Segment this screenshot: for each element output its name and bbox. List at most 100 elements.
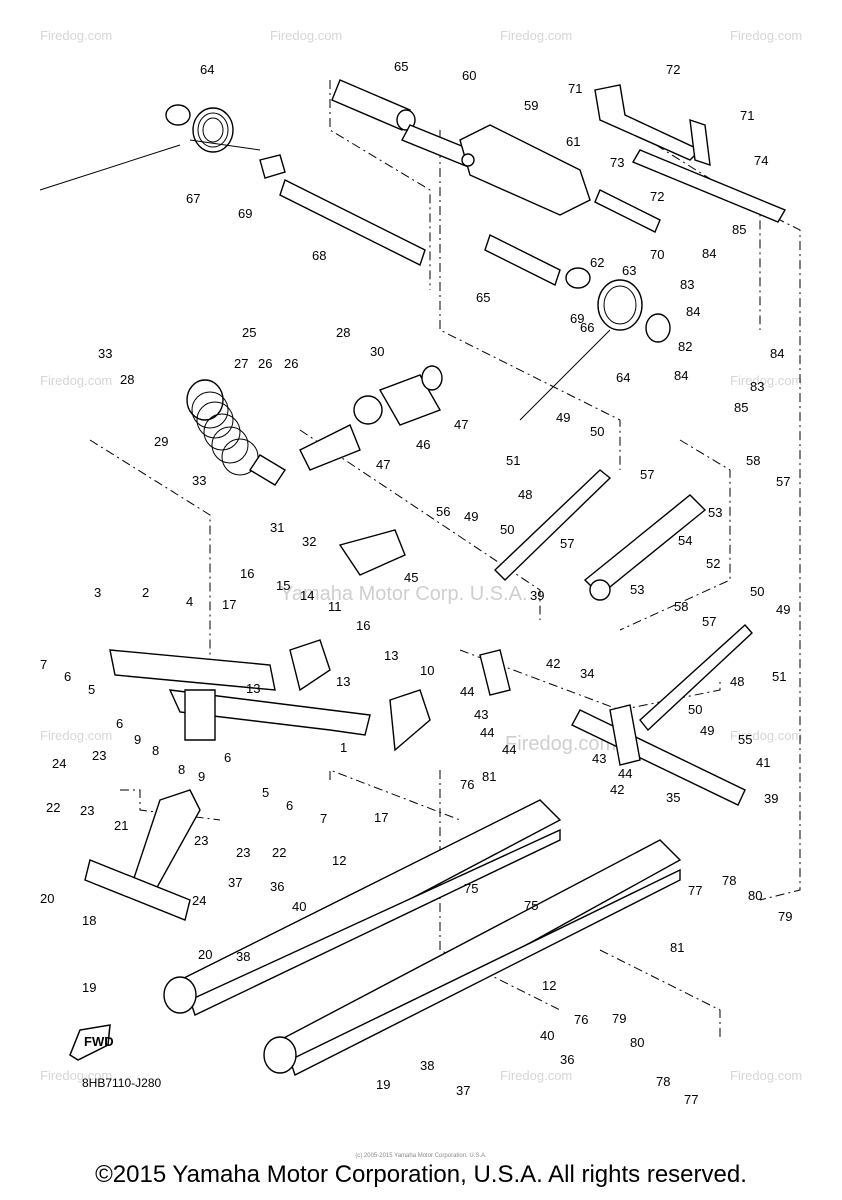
callout-42: 42 (546, 656, 560, 671)
callout-17: 17 (222, 597, 236, 612)
callout-3: 3 (94, 585, 101, 600)
callout-81: 81 (482, 769, 496, 784)
watermark-logo: Firedog.com (40, 1068, 112, 1083)
callout-22: 22 (272, 845, 286, 860)
shaft-68 (259, 154, 426, 266)
watermark-logo: Firedog.com (730, 1068, 802, 1083)
callout-26: 26 (258, 356, 272, 371)
callout-64: 64 (616, 370, 630, 385)
callout-70: 70 (650, 247, 664, 262)
callout-80: 80 (748, 888, 762, 903)
callout-38: 38 (236, 949, 250, 964)
callout-25: 25 (242, 325, 256, 340)
callout-76: 76 (574, 1012, 588, 1027)
callout-69: 69 (238, 206, 252, 221)
callout-50: 50 (590, 424, 604, 439)
callout-77: 77 (684, 1092, 698, 1107)
callout-49: 49 (776, 602, 790, 617)
callout-26: 26 (284, 356, 298, 371)
callout-83: 83 (750, 379, 764, 394)
torsion-spring-64 (519, 279, 671, 421)
callout-6: 6 (64, 669, 71, 684)
callout-17: 17 (374, 810, 388, 825)
callout-43: 43 (592, 751, 606, 766)
callout-57: 57 (640, 467, 654, 482)
bracket-61 (459, 124, 591, 216)
callout-57: 57 (776, 474, 790, 489)
callout-9: 9 (198, 769, 205, 784)
callout-75: 75 (464, 881, 478, 896)
callout-76: 76 (460, 777, 474, 792)
callout-6: 6 (116, 716, 123, 731)
callout-51: 51 (772, 669, 786, 684)
callout-42: 42 (610, 782, 624, 797)
callout-77: 77 (688, 883, 702, 898)
slide-rail-right (263, 839, 682, 1076)
callout-18: 18 (82, 913, 96, 928)
callout-72: 72 (666, 62, 680, 77)
callout-8: 8 (152, 743, 159, 758)
fwd-label: FWD (84, 1034, 114, 1049)
callout-84: 84 (674, 368, 688, 383)
callout-79: 79 (778, 909, 792, 924)
fwd-arrow-icon: FWD (69, 1024, 114, 1061)
callout-45: 45 (404, 570, 418, 585)
callout-56: 56 (436, 504, 450, 519)
callout-27: 27 (234, 356, 248, 371)
watermark-logo: Firedog.com (730, 728, 802, 743)
callout-12: 12 (332, 853, 346, 868)
callout-44: 44 (502, 742, 516, 757)
tube-70 (594, 189, 661, 233)
callout-59: 59 (524, 98, 538, 113)
callout-44: 44 (480, 725, 494, 740)
callout-44: 44 (618, 766, 632, 781)
copyright-footer: ©2015 Yamaha Motor Corporation, U.S.A. A… (95, 1161, 747, 1188)
callout-23: 23 (194, 833, 208, 848)
callout-19: 19 (376, 1077, 390, 1092)
bracket-45 (299, 424, 406, 576)
callout-73: 73 (610, 155, 624, 170)
watermark-logo: Firedog.com (500, 1068, 572, 1083)
watermark-logo: Firedog.com (40, 28, 112, 43)
tube-46 (353, 365, 443, 426)
callout-62: 62 (590, 255, 604, 270)
callout-23: 23 (80, 803, 94, 818)
callout-16: 16 (356, 618, 370, 633)
callout-53: 53 (708, 505, 722, 520)
callout-57: 57 (560, 536, 574, 551)
callout-21: 21 (114, 818, 128, 833)
callout-37: 37 (456, 1083, 470, 1098)
assembly-lines (89, 80, 801, 1040)
callout-69: 69 (570, 311, 584, 326)
callout-24: 24 (192, 893, 206, 908)
arm-11 (289, 639, 331, 692)
callout-49: 49 (556, 410, 570, 425)
callout-78: 78 (656, 1074, 670, 1089)
callout-58: 58 (674, 599, 688, 614)
callout-61: 61 (566, 134, 580, 149)
callout-39: 39 (764, 791, 778, 806)
diagram-code: 8HB7110-J280 (82, 1076, 162, 1090)
watermark-logo: Firedog.com (500, 28, 572, 43)
callout-14: 14 (300, 588, 314, 603)
callout-53: 53 (630, 582, 644, 597)
callout-23: 23 (92, 748, 106, 763)
callout-83: 83 (680, 277, 694, 292)
callout-50: 50 (500, 522, 514, 537)
callout-9: 9 (134, 732, 141, 747)
callout-82: 82 (678, 339, 692, 354)
callout-46: 46 (416, 437, 430, 452)
callout-23: 23 (236, 845, 250, 860)
callout-55: 55 (738, 732, 752, 747)
callout-1: 1 (340, 740, 347, 755)
callout-65: 65 (394, 59, 408, 74)
callout-28: 28 (336, 325, 350, 340)
callout-72: 72 (650, 189, 664, 204)
callout-57: 57 (702, 614, 716, 629)
watermark-logo: Firedog.com (730, 28, 802, 43)
callout-30: 30 (370, 344, 384, 359)
callout-47: 47 (376, 457, 390, 472)
callout-6: 6 (224, 750, 231, 765)
callout-48: 48 (730, 674, 744, 689)
watermark-logo: Firedog.com (270, 28, 342, 43)
